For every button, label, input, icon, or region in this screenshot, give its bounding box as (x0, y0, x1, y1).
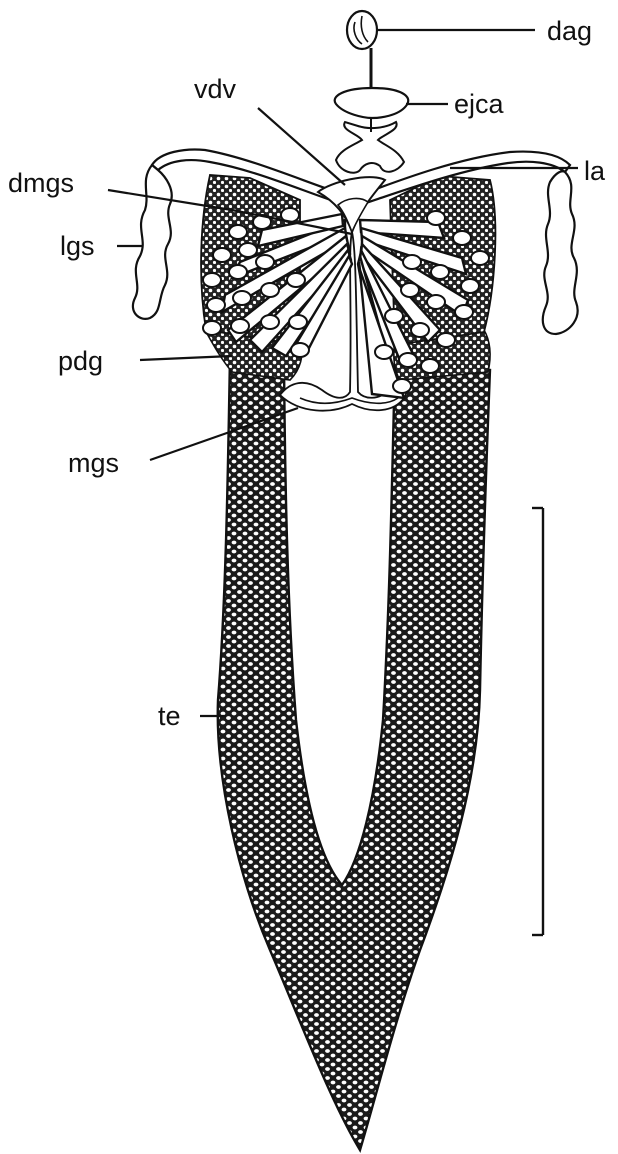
label-vdv: vdv (194, 74, 237, 104)
lateral-gland-sac-left (133, 165, 172, 319)
label-dmgs: dmgs (8, 168, 74, 198)
label-mgs: mgs (68, 448, 119, 478)
label-dag: dag (547, 16, 592, 46)
leader-lines (108, 30, 578, 716)
label-pdg: pdg (58, 346, 103, 376)
testis (218, 355, 490, 1150)
scale-bar (532, 508, 543, 935)
label-la: la (584, 156, 606, 186)
label-lgs: lgs (60, 231, 95, 261)
ejaculatory-canal (335, 88, 409, 118)
label-ejca: ejca (454, 89, 505, 119)
lateral-gland-sac-right (543, 171, 578, 334)
label-te: te (158, 701, 181, 731)
